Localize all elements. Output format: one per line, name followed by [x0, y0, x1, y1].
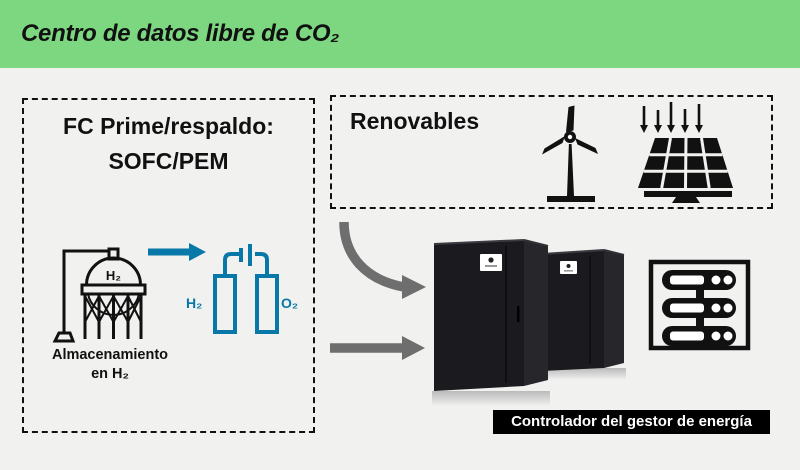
fuel-cell-stack-icon [213, 244, 279, 334]
fuel-cell-box: FC Prime/respaldo: SOFC/PEM [22, 98, 315, 433]
ups-cabinet-rear-icon [540, 249, 626, 380]
ups-cabinets [432, 239, 626, 406]
storage-caption-line1: Almacenamiento [51, 347, 169, 363]
fuel-cell-box-title-line2: SOFC/PEM [108, 148, 229, 174]
ups-cabinet-front-icon [432, 239, 550, 406]
wind-turbine-icon [542, 105, 598, 202]
power-flow-curved-arrow-icon [339, 221, 426, 299]
solar-panel-icon [638, 102, 733, 203]
h2-storage-tank-icon: H₂ [52, 247, 147, 343]
o2-gas-label: O₂ [281, 295, 299, 311]
flow-arrow-icon [148, 243, 206, 261]
h2-gas-label: H₂ [186, 295, 203, 311]
controller-label: Controlador del gestor de energía [493, 410, 770, 434]
server-rack-icon [648, 259, 751, 351]
fuel-cell-box-title-line1: FC Prime/respaldo: [63, 113, 274, 139]
renewables-box [330, 95, 773, 209]
page-title: Centro de datos libre de CO₂ [21, 20, 340, 47]
tank-h2-label: H₂ [106, 268, 121, 283]
fuel-cell-box-title: FC Prime/respaldo: SOFC/PEM [24, 109, 313, 179]
storage-caption-line2: en H₂ [91, 366, 129, 382]
header-banner: Centro de datos libre de CO₂ [0, 0, 800, 68]
storage-caption: Almacenamiento en H₂ [30, 346, 190, 384]
power-flow-straight-arrow-icon [330, 336, 425, 360]
renewables-title: Renovables [350, 108, 480, 134]
power-flow-arrows [330, 221, 426, 360]
